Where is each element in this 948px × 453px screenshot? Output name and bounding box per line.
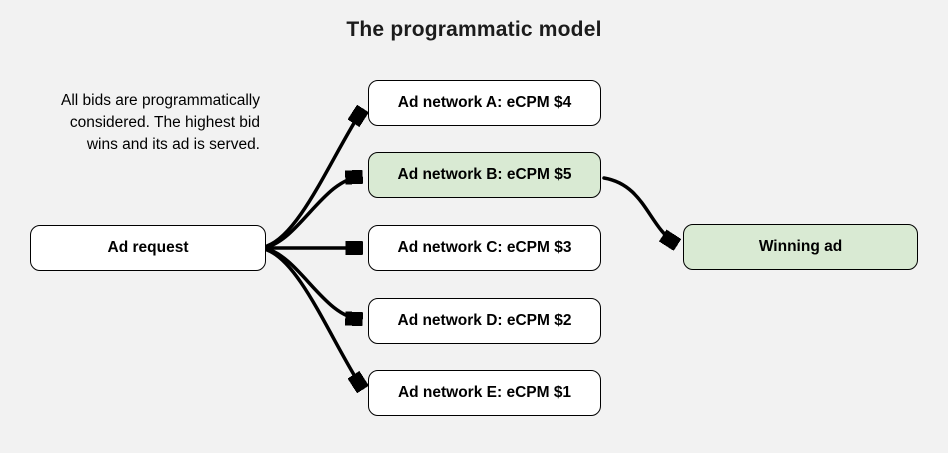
diagram-title: The programmatic model: [346, 18, 602, 41]
description-text: All bids are programmatically considered…: [8, 90, 260, 156]
ad-network-b-node: Ad network B: eCPM $5: [368, 152, 601, 198]
arrow-ad-request-to-network-d: [265, 247, 361, 319]
ad-network-a-node: Ad network A: eCPM $4: [368, 80, 601, 126]
ad-network-d-label: Ad network D: eCPM $2: [397, 312, 572, 329]
ad-request-node: Ad request: [30, 225, 266, 271]
arrow-ad-request-to-network-e: [265, 248, 362, 388]
description-line: considered. The highest bid: [69, 114, 260, 131]
ad-network-e-node: Ad network E: eCPM $1: [368, 370, 601, 416]
ad-network-b-label: Ad network B: eCPM $5: [397, 166, 572, 183]
arrow-network-b-to-winning-ad: [602, 176, 676, 244]
arrow-ad-request-to-network-b: [265, 177, 361, 249]
ad-network-c-node: Ad network C: eCPM $3: [368, 225, 601, 271]
ad-network-e-label: Ad network E: eCPM $1: [397, 384, 572, 401]
winning-ad-label: Winning ad: [758, 238, 843, 255]
ad-network-a-label: Ad network A: eCPM $4: [397, 94, 572, 111]
arrow-ad-request-to-network-a: [265, 110, 362, 248]
ad-network-d-node: Ad network D: eCPM $2: [368, 298, 601, 344]
description-line: All bids are programmatically: [61, 92, 260, 109]
ad-request-label: Ad request: [107, 239, 189, 256]
description-line: wins and its ad is served.: [86, 136, 260, 153]
winning-ad-node: Winning ad: [683, 224, 918, 270]
ad-network-c-label: Ad network C: eCPM $3: [397, 239, 572, 256]
